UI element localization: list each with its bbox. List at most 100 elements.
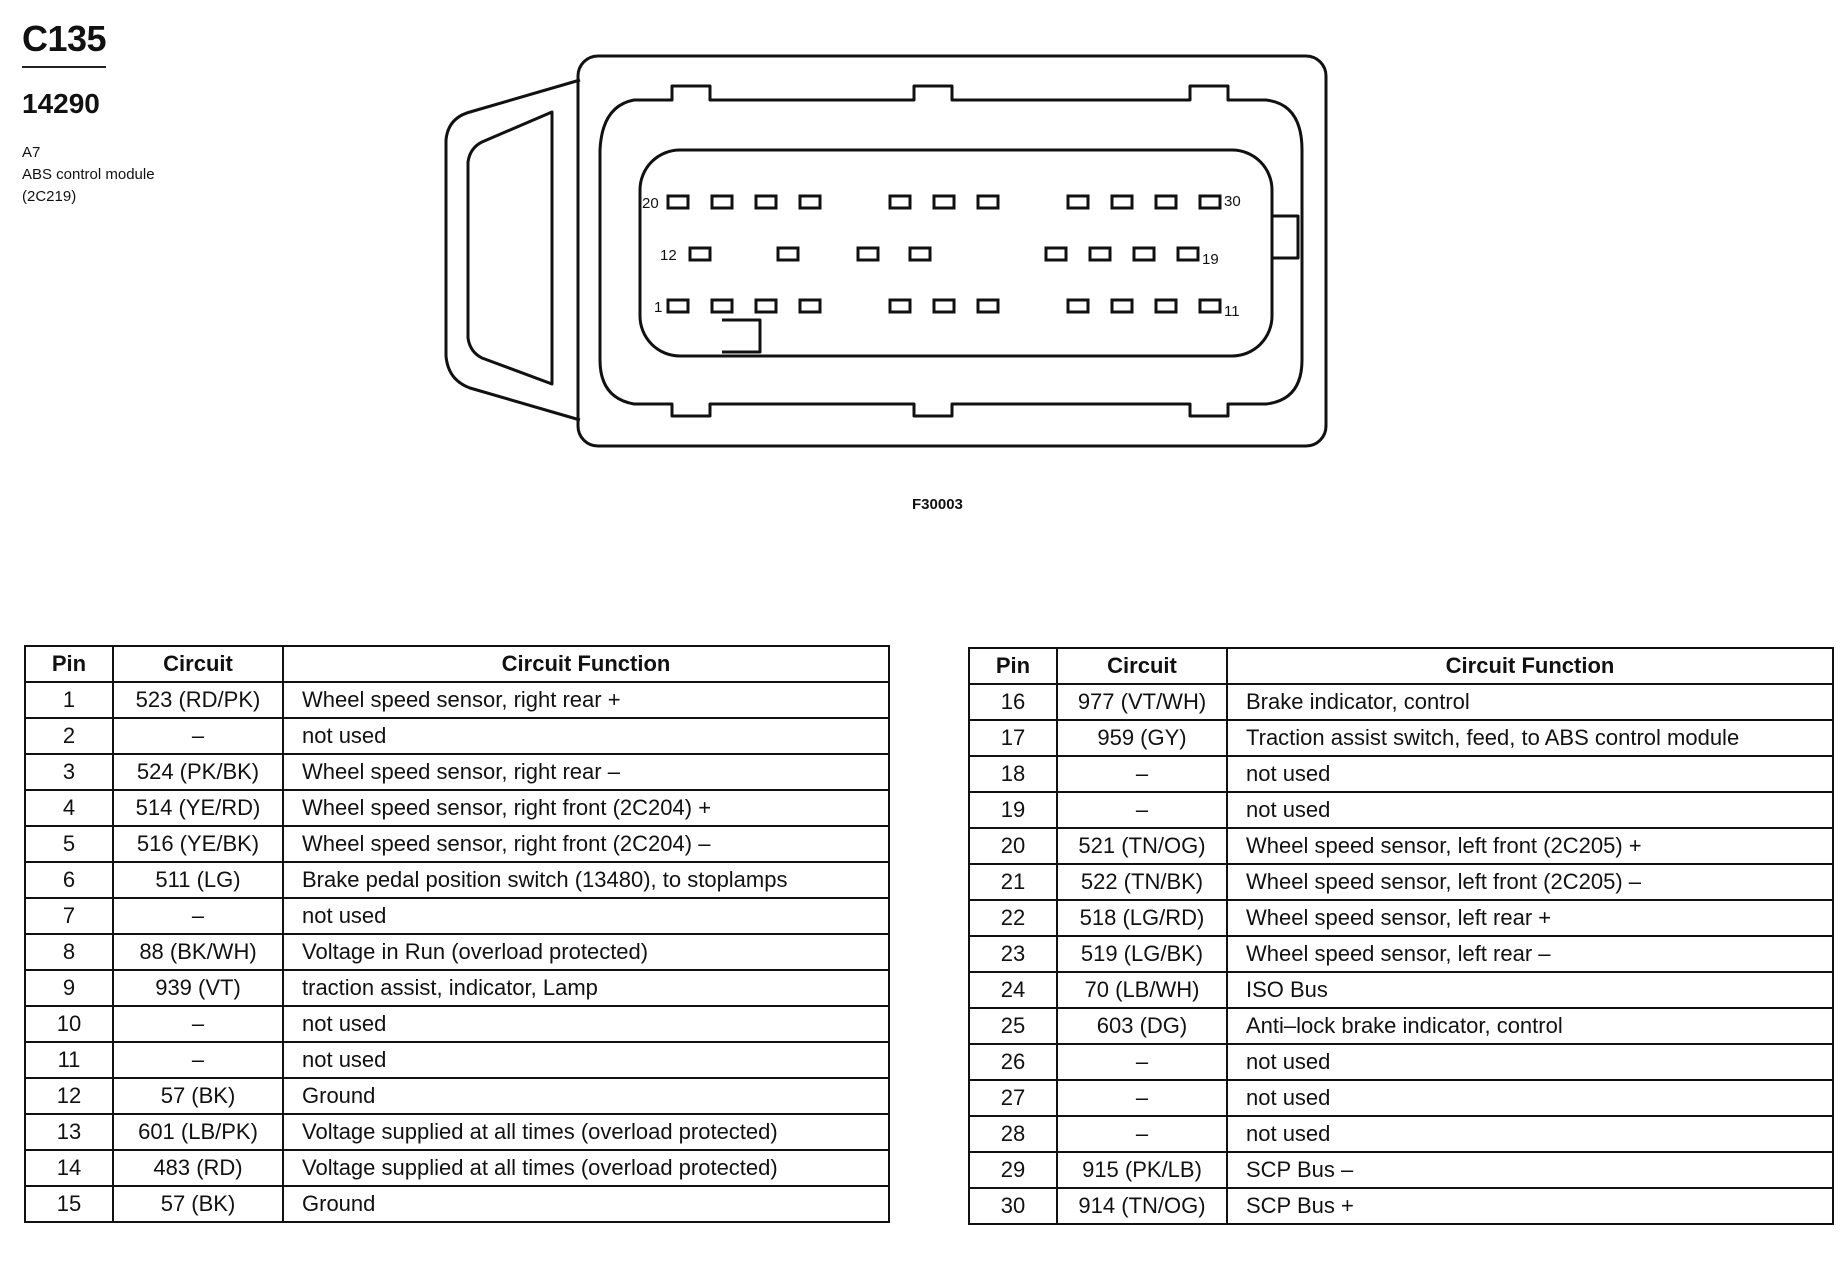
circuit-cell: – [112, 1041, 284, 1079]
function-cell: Ground [282, 1185, 890, 1223]
function-cell: not used [282, 1005, 890, 1043]
circuit-cell: 524 (PK/BK) [112, 753, 284, 791]
pin-cell: 22 [968, 899, 1058, 937]
table-row: 11–not used [24, 1041, 890, 1079]
circuit-cell: – [1056, 791, 1228, 829]
pin-cell: 27 [968, 1079, 1058, 1117]
connector-inner-face [598, 84, 1304, 418]
circuit-cell: 959 (GY) [1056, 719, 1228, 757]
pin-cell: 1 [24, 681, 114, 719]
circuit-cell: 915 (PK/LB) [1056, 1151, 1228, 1189]
function-cell: Wheel speed sensor, right front (2C204) … [282, 789, 890, 827]
pin-cell: 13 [24, 1113, 114, 1151]
header-pin: Pin [968, 647, 1058, 685]
pin-cell: 26 [968, 1043, 1058, 1081]
function-cell: Traction assist switch, feed, to ABS con… [1226, 719, 1834, 757]
pin-cell: 2 [24, 717, 114, 755]
table-row: 10–not used [24, 1005, 890, 1043]
module-code: (2C219) [22, 188, 77, 205]
circuit-cell: 522 (TN/BK) [1056, 863, 1228, 901]
function-cell: not used [1226, 1043, 1834, 1081]
circuit-cell: 519 (LG/BK) [1056, 935, 1228, 973]
function-cell: not used [1226, 1079, 1834, 1117]
connector-description: A7 ABS control module (2C219) [22, 142, 155, 208]
side-key [1272, 214, 1300, 260]
function-cell: Ground [282, 1077, 890, 1115]
header-circuit: Circuit [1056, 647, 1228, 685]
circuit-cell: 57 (BK) [112, 1077, 284, 1115]
pin-cell: 28 [968, 1115, 1058, 1153]
module-name: ABS control module [22, 166, 155, 183]
pin-cell: 12 [24, 1077, 114, 1115]
title-underline [22, 66, 106, 68]
function-cell: Wheel speed sensor, left rear + [1226, 899, 1834, 937]
pin-cell: 6 [24, 861, 114, 899]
pin-cell: 24 [968, 971, 1058, 1009]
table-header-row: Pin Circuit Circuit Function [24, 645, 890, 683]
circuit-cell: 939 (VT) [112, 969, 284, 1007]
pin-cell: 16 [968, 683, 1058, 721]
table-row: 19–not used [968, 791, 1834, 829]
function-cell: Wheel speed sensor, right front (2C204) … [282, 825, 890, 863]
function-cell: Wheel speed sensor, left rear – [1226, 935, 1834, 973]
pin-label-30: 30 [1224, 193, 1241, 210]
function-cell: SCP Bus + [1226, 1187, 1834, 1225]
circuit-cell: – [1056, 1115, 1228, 1153]
circuit-cell: – [1056, 1079, 1228, 1117]
figure-code: F30003 [912, 496, 963, 513]
function-cell: Anti–lock brake indicator, control [1226, 1007, 1834, 1045]
pin-row-middle [688, 246, 1200, 262]
circuit-cell: 57 (BK) [112, 1185, 284, 1223]
pin-label-11: 11 [1224, 303, 1240, 320]
function-cell: Voltage supplied at all times (overload … [282, 1113, 890, 1151]
table-row: 27–not used [968, 1079, 1834, 1117]
circuit-cell: – [1056, 755, 1228, 793]
circuit-cell: 514 (YE/RD) [112, 789, 284, 827]
pin-cell: 8 [24, 933, 114, 971]
pin-cell: 25 [968, 1007, 1058, 1045]
function-cell: not used [282, 1041, 890, 1079]
function-cell: not used [1226, 1115, 1834, 1153]
pin-label-12: 12 [660, 247, 677, 264]
function-cell: Voltage supplied at all times (overload … [282, 1149, 890, 1187]
circuit-cell: 70 (LB/WH) [1056, 971, 1228, 1009]
function-cell: Voltage in Run (overload protected) [282, 933, 890, 971]
pin-cell: 3 [24, 753, 114, 791]
part-number: 14290 [22, 88, 100, 119]
pin-cell: 29 [968, 1151, 1058, 1189]
pin-label-20: 20 [642, 195, 659, 212]
circuit-cell: – [112, 717, 284, 755]
function-cell: Wheel speed sensor, left front (2C205) + [1226, 827, 1834, 865]
function-cell: Brake pedal position switch (13480), to … [282, 861, 890, 899]
circuit-cell: 511 (LG) [112, 861, 284, 899]
function-cell: Wheel speed sensor, right rear – [282, 753, 890, 791]
function-cell: Brake indicator, control [1226, 683, 1834, 721]
function-cell: Wheel speed sensor, left front (2C205) – [1226, 863, 1834, 901]
pin-cell: 19 [968, 791, 1058, 829]
pin-cell: 18 [968, 755, 1058, 793]
pin-cell: 9 [24, 969, 114, 1007]
table-row: 2–not used [24, 717, 890, 755]
table-header-row: Pin Circuit Circuit Function [968, 647, 1834, 685]
table-row: 7–not used [24, 897, 890, 935]
connector-id: C135 [22, 18, 107, 59]
circuit-cell: – [112, 897, 284, 935]
function-cell: Wheel speed sensor, right rear + [282, 681, 890, 719]
circuit-cell: – [1056, 1043, 1228, 1081]
circuit-cell: 483 (RD) [112, 1149, 284, 1187]
function-cell: not used [1226, 791, 1834, 829]
pin-cell: 17 [968, 719, 1058, 757]
